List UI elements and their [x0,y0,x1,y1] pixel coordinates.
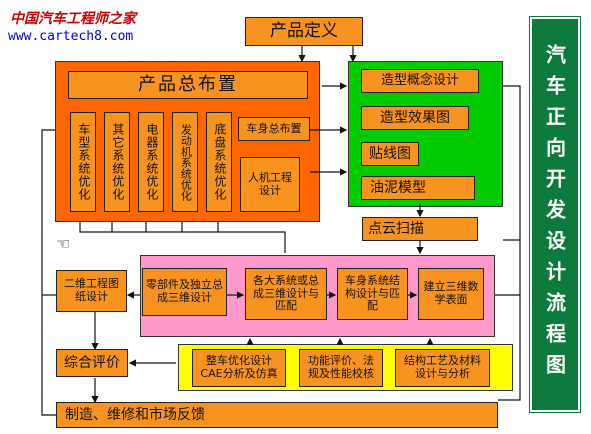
ergonomics-box: 人机工程设计 [240,157,300,212]
site-url[interactable]: www.cartech8.com [8,29,134,44]
other-system-box: 其它系统优化 [104,112,130,212]
evaluation-box: 综合评价 [56,349,128,377]
feedback-box: 制造、维修和市场反馈 [56,402,498,428]
electrical-system-box: 电器系统优化 [138,112,164,212]
body-structure-box: 车身系统结构设计与匹配 [337,268,408,320]
clay-model-box: 油泥模型 [361,176,475,200]
parts-3d-box: 零部件及独立总成三维设计 [142,268,227,316]
drawing-2d-box: 二维工程图纸设计 [56,270,127,312]
product-definition-box: 产品定义 [245,17,363,46]
point-cloud-box: 点云扫描 [362,217,478,241]
cae-box: 整车优化设计CAE分析及仿真 [192,349,286,387]
surface-3d-box: 建立三维数学表面 [418,268,484,320]
styling-render-box: 造型效果图 [361,106,469,130]
side-title-panel: 汽车正向开发设计流程图 [529,16,581,413]
tape-drawing-box: 贴线图 [361,142,419,166]
process-design-box: 结构工艺及材料设计与分析 [395,349,490,387]
pointer-hand-icon: ☜ [56,234,71,253]
vehicle-system-box: 车型系统优化 [70,112,96,212]
product-layout-box: 产品总布置 [68,71,308,99]
assemblies-3d-box: 各大系统或总成三维设计与匹配 [245,268,327,320]
engine-system-box: 发动机系统优化 [172,112,198,212]
logo-text: 中国汽车工程师之家 [10,11,136,27]
styling-concept-box: 造型概念设计 [361,69,479,93]
chassis-system-box: 底盘系统优化 [206,112,232,212]
body-layout-box: 车身总布置 [238,117,310,141]
side-title-text: 汽车正向开发设计流程图 [542,44,567,385]
function-eval-box: 功能评价、法规及性能校核 [299,349,383,387]
